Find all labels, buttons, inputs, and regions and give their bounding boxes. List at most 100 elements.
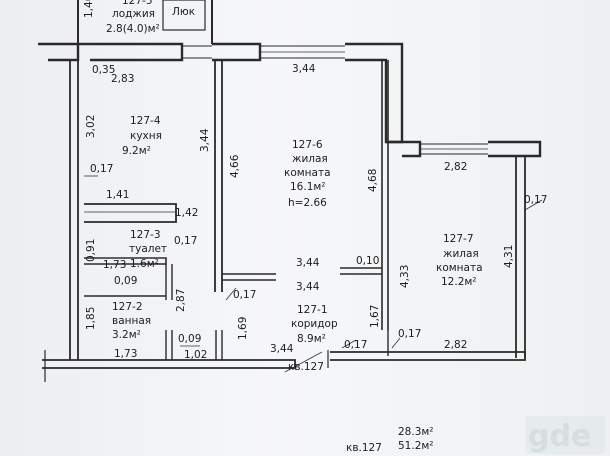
window-kitchen: [182, 45, 212, 59]
room-name: жилая: [292, 153, 328, 165]
room-127-3: 127-3 туалет 1.6м²: [129, 229, 167, 270]
room-name: жилая: [443, 248, 479, 260]
room-area: 9.2м²: [122, 145, 151, 157]
room-id: 127-7: [443, 233, 474, 245]
top-wall-right: [345, 42, 404, 144]
room-id: 127-6: [292, 139, 323, 151]
dimension-label: 3,44: [296, 281, 320, 293]
room-name: коридор: [291, 318, 338, 330]
dimension-label: 0,35: [92, 64, 115, 76]
room-name: туалет: [129, 243, 167, 255]
room-area: 16.1м²: [290, 181, 326, 193]
dimension-label: 3,44: [292, 63, 316, 75]
dimension-label: 1,69: [237, 317, 249, 340]
room7-top-left: [386, 140, 422, 158]
dimension-label: 0,09: [178, 333, 201, 345]
dimension-label: 4,66: [229, 154, 241, 178]
bottom-wall: [42, 359, 296, 369]
dimension-label: 0,09: [114, 275, 137, 287]
room-id: 127-2: [112, 301, 143, 313]
left-wall: [69, 60, 79, 360]
room-id: 127-1: [297, 304, 328, 316]
dimension-lines: [84, 51, 543, 373]
partition-67-foot: [340, 267, 382, 275]
dimension-label: 3,02: [85, 115, 97, 138]
dimension-label: 0,17: [524, 194, 547, 206]
window-room6: [260, 45, 345, 59]
hatch-box: [162, 0, 206, 31]
apartment-label: кв.127: [288, 361, 324, 373]
dimension-label: 2,87: [175, 289, 187, 312]
dimension-label: 1,40: [83, 0, 95, 18]
dimension-label: 3,44: [199, 128, 211, 152]
dimension-label: 1,41: [106, 189, 129, 201]
living-area: 28.3м²: [398, 426, 434, 438]
walls: [38, 0, 542, 382]
vertical-dimension-texts: 1,40 3,02 3,44 4,66 4,68 0,91 2,87 4,33 …: [83, 0, 515, 340]
dimension-label: 1,73: [114, 348, 137, 360]
room-127-7: 127-7 жилая комната 12.2м²: [436, 233, 483, 288]
dimension-label: 1,42: [175, 207, 198, 219]
plan-element: [524, 199, 543, 211]
room-id: 127-4: [130, 115, 161, 127]
dimension-label: 0,17: [233, 289, 256, 301]
dimension-label: 4,33: [399, 265, 411, 288]
window-room7: [420, 143, 488, 155]
room-area: 2.8(4.0)м²: [106, 23, 160, 35]
dimension-label: 1,85: [85, 307, 97, 330]
room-id: 127-3: [130, 229, 161, 241]
top-wall-left: [38, 42, 80, 62]
top-wall-kitchen: [78, 42, 184, 62]
dimension-label: 1,67: [369, 305, 381, 328]
top-wall-mid: [212, 42, 262, 62]
room-id: 127-5: [122, 0, 153, 7]
total-area: 51.2м²: [398, 440, 434, 452]
room-127-4: 127-4 кухня 9.2м²: [122, 115, 162, 157]
dimension-label: 3,44: [296, 257, 320, 269]
room-127-5: 127-5 лоджия 2.8(4.0)м²: [106, 0, 160, 35]
room-area: 12.2м²: [441, 276, 477, 288]
plan-element: [341, 339, 357, 349]
plan-element: [225, 287, 237, 301]
corridor-jamb-1: [215, 330, 223, 360]
dimension-label: 1,73: [103, 259, 126, 271]
partition-k6-foot: [222, 273, 276, 281]
dimension-label: 0,17: [174, 235, 197, 247]
plan-element: [525, 416, 605, 454]
room-127-2: 127-2 ванная 3.2м²: [112, 301, 151, 341]
plan-element: [284, 351, 323, 373]
summary-apartment: кв.127: [346, 442, 382, 454]
dimension-label: 4,31: [503, 245, 515, 268]
dimension-label: 1,02: [184, 349, 207, 361]
dimension-label: 2,82: [444, 161, 467, 173]
dimension-label: 0,17: [344, 339, 367, 351]
dimension-label: 0,17: [398, 328, 421, 340]
dimension-label: 2,83: [111, 73, 134, 85]
room7-top-right: [488, 140, 542, 158]
area-summary: 28.3м² кв.127 51.2м²: [346, 426, 434, 454]
room-name-2: комната: [436, 262, 483, 274]
dimension-label: 2,82: [444, 339, 467, 351]
watermark: gde: [525, 416, 605, 454]
room-name-2: комната: [284, 167, 331, 179]
hatch-label: Люк: [172, 6, 195, 18]
dimension-label: 4,68: [367, 169, 379, 192]
dimension-label: 3,44: [270, 343, 294, 355]
room-name: ванная: [112, 315, 151, 327]
bottom-wall-right: [330, 351, 526, 361]
dimension-label: 0,17: [90, 163, 113, 175]
dimension-label: 0,10: [356, 255, 379, 267]
kitchen-shelf: [84, 203, 177, 223]
right-wall: [515, 156, 526, 358]
room-name: кухня: [130, 130, 162, 142]
room-area: 3.2м²: [112, 329, 141, 341]
partition-room6-room7: [381, 60, 389, 330]
room-area: 1.6м²: [130, 258, 159, 270]
room-area: 8.9м²: [297, 333, 326, 345]
partition-kitchen-room6: [214, 60, 223, 292]
room-127-1: 127-1 коридор 8.9м²: [291, 304, 338, 345]
room-127-6: 127-6 жилая комната 16.1м² h=2.66: [284, 139, 331, 209]
toilet-right: [165, 264, 173, 300]
dimension-texts: 0,35 2,83 3,44 2,82 0,17 1,41 1,42 0,17 …: [90, 63, 547, 361]
